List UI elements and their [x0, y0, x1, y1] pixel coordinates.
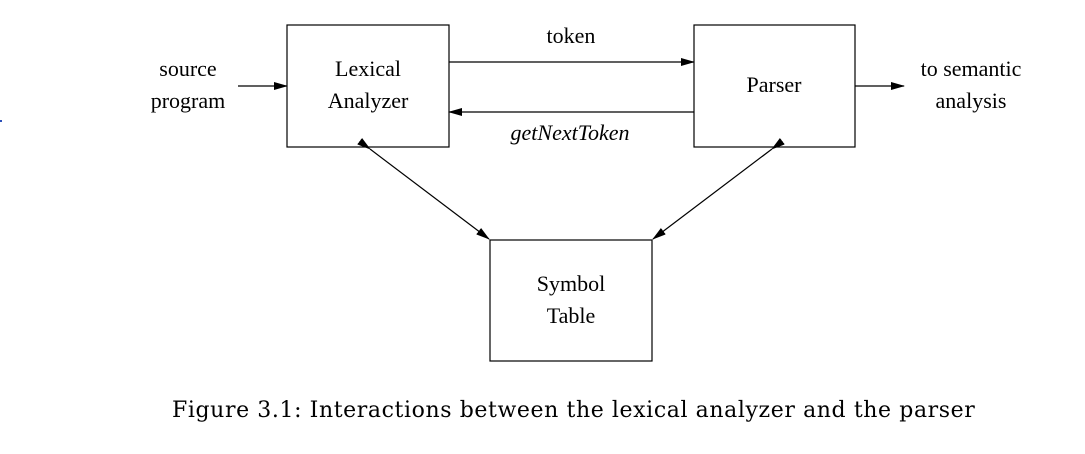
output-label-line1: to semantic [921, 56, 1022, 81]
token-label: token [547, 23, 596, 48]
output-label-line2: analysis [936, 88, 1007, 113]
symbol-table-label-line2: Table [547, 303, 596, 328]
parser-label: Parser [747, 72, 803, 97]
margin-dot [0, 120, 2, 122]
parser-box [693, 24, 856, 148]
diagram-canvas: source program Lexical Analyzer token ge… [151, 23, 1022, 362]
lexical-analyzer-box [286, 24, 450, 148]
figure-caption: Figure 3.1: Interactions between the lex… [172, 398, 976, 423]
symbol-table-box [489, 239, 653, 362]
lexical-analyzer-label-line1: Lexical [335, 56, 401, 81]
parser-symbol-table-arrow [652, 137, 785, 240]
source-label-line1: source [159, 56, 216, 81]
symbol-table-label-line1: Symbol [537, 271, 605, 296]
lexical-analyzer-label-line2: Analyzer [328, 88, 409, 113]
source-label-line2: program [151, 88, 226, 113]
lexer-symbol-table-arrow [357, 137, 490, 240]
get-next-token-label: getNextToken [511, 120, 630, 145]
